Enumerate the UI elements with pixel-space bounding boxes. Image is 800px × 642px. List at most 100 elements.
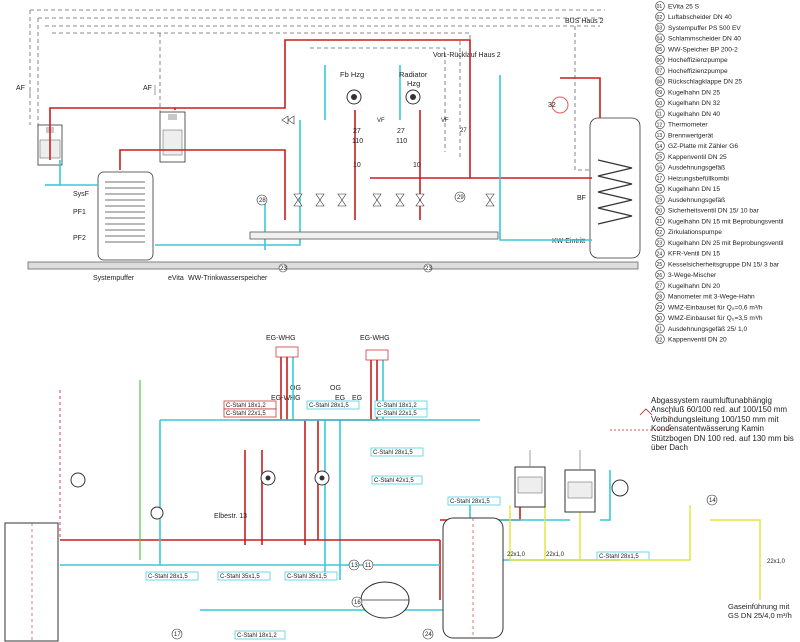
legend-number-ring (655, 162, 665, 172)
legend-number: 11 (657, 112, 662, 118)
legend-text: WMZ-Einbauset für Q₀=0,6 m³/h (668, 304, 763, 311)
legend-number: 18 (657, 187, 663, 193)
legend-number-ring (655, 184, 665, 194)
legend-number-ring (655, 87, 665, 97)
radiator-label: Radiator (399, 70, 428, 79)
eg-whg-label-3: EG-WHG (271, 395, 301, 402)
bf-label: BF (577, 195, 586, 202)
num-23b: 23 (425, 266, 432, 272)
pipe-labels (145, 400, 650, 640)
legend-text: Luftabscheider DN 40 (668, 14, 732, 21)
legend-number-ring (655, 216, 665, 226)
bottom-piping (59, 380, 761, 611)
kw-label: KW Eintritt (552, 238, 585, 245)
num-32: 32 (548, 102, 556, 109)
num-11: 11 (365, 563, 372, 569)
legend-number: 22 (657, 230, 663, 236)
return-lines-top (45, 65, 592, 250)
legend-number-ring (655, 334, 665, 344)
legend-number: 27 (657, 284, 663, 290)
legend-number-ring (655, 248, 665, 258)
legend-number-ring (655, 55, 665, 65)
label-cs28-c: C-Stahl 28x1,5 (450, 499, 490, 505)
legend-text: Hocheffizienzpumpe (668, 68, 728, 75)
fb-hzg-label: Fb Hzg (340, 70, 364, 79)
legend-number-ring (655, 76, 665, 86)
num-27a: 27 (353, 128, 361, 135)
ring-24 (422, 628, 434, 640)
num-110a: 110 (352, 138, 363, 145)
legend-item: 29 WMZ-Einbauset für Q₀=0,6 m³/h (655, 302, 763, 312)
legend-number: 03 (657, 26, 663, 32)
evita-unit-2 (159, 111, 186, 163)
legend-text: EVita 25 S (668, 3, 700, 10)
legend-text: Kugelhahn DN 32 (668, 100, 720, 107)
label-22-c: 22x1,0 (767, 559, 786, 565)
buffer-tank-bottom (442, 517, 504, 639)
legend-number-ring (655, 65, 665, 76)
legend-number: 08 (657, 79, 663, 85)
num-23a: 23 (280, 266, 287, 272)
num-17: 17 (174, 632, 181, 638)
legend-number-ring (655, 33, 665, 43)
legend-text: Kugelhahn DN 40 (668, 111, 720, 118)
legend-number-ring (655, 313, 665, 323)
legend-text: Kugelhahn DN 25 (668, 89, 720, 96)
legend-number-ring (655, 151, 665, 162)
legend-number-ring (655, 12, 665, 22)
legend-number: 04 (657, 36, 663, 42)
pumps-top (346, 89, 569, 114)
legend-text: Brennwertgerät (668, 132, 713, 139)
label-cs22-b: C-Stahl 22x1,5 (377, 411, 417, 417)
num-13: 13 (351, 563, 358, 569)
eg-label-1: EG (335, 395, 345, 402)
legend-number: 29 (657, 305, 663, 311)
legend-text: Schlammscheider DN 40 (668, 36, 741, 43)
label-cs28-b: C-Stahl 28x1,5 (373, 450, 413, 456)
legend-text: Ausdehnungsgefäß 25/ 1,0 (668, 326, 748, 333)
whg-valves (275, 346, 389, 361)
legend-number-ring (655, 259, 665, 269)
legend-number: 15 (657, 155, 663, 161)
label-cs42: C-Stahl 42x1,5 (374, 478, 414, 484)
label-cs22-red: C-Stahl 22x1,5 (226, 411, 266, 417)
legend-number: 09 (657, 90, 663, 96)
legend-number: 17 (657, 176, 663, 182)
label-cs35-b: C-Stahl 35x1,5 (287, 574, 327, 580)
legend-number-ring (655, 108, 665, 119)
pumps-bottom (70, 470, 629, 520)
ring-14 (706, 494, 718, 506)
legend-text: WW-Speicher BP 200-2 (668, 46, 738, 53)
pf2-label: PF2 (73, 235, 86, 242)
num-110b: 110 (396, 138, 407, 145)
af-label-1: AF (16, 85, 25, 92)
eg-label-2: EG (352, 395, 362, 402)
eg-whg-label-1: EG-WHG (266, 335, 296, 342)
legend-text: Zirkulationspumpe (668, 229, 722, 236)
expansion-vessel (360, 581, 410, 619)
vf-label-2: VF (441, 118, 449, 124)
legend-number-ring (655, 22, 665, 33)
storage-left (4, 522, 59, 642)
legend-number: 23 (657, 241, 663, 247)
legend-number-ring (655, 98, 665, 108)
num-27c: 27 (460, 128, 467, 134)
legend-number: 02 (657, 15, 663, 21)
legend-number-ring (655, 323, 665, 334)
legend-number-ring (655, 130, 665, 140)
legend-number-ring (655, 291, 665, 301)
legend-number: 21 (657, 219, 663, 225)
